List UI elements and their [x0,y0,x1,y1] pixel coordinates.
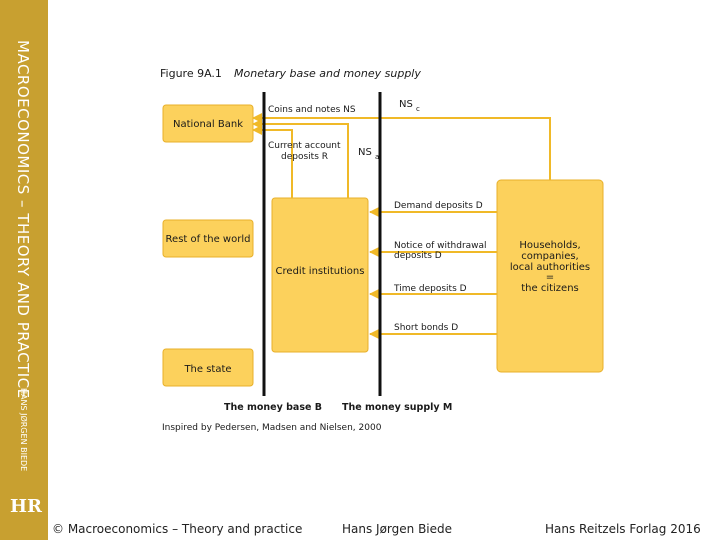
ns-a-arrow [252,119,349,198]
footer-author: Hans Jørgen Biede [342,522,453,536]
book-title: MACROECONOMICS – THEORY AND PRACTICE [14,40,32,399]
credit-institutions-label: Credit institutions [276,266,365,277]
figure-title: Monetary base and money supply [234,67,421,80]
ns-a-label: NS [358,147,372,158]
demand-deposits-label: Demand deposits D [394,201,483,211]
ns-c-arrow [252,113,551,180]
time-deposits-label: Time deposits D [393,284,467,294]
national-bank-label: National Bank [173,119,243,130]
ns-c-subscript: c [416,105,420,113]
notice-label-line-2: deposits D [394,251,442,261]
households-line-1: Households, [519,240,580,251]
ns-a-subscript: a [375,153,379,161]
figure-number: Figure 9A.1 [160,67,222,80]
current-account-line-1: Current account [268,141,341,151]
current-account-line-2: deposits R [281,152,328,162]
publisher-logo: HR [10,496,42,517]
state-box [162,348,254,387]
households-line-2: companies, [521,251,579,262]
source-note: Inspired by Pedersen, Madsen and Nielsen… [162,423,382,433]
short-bonds-label: Short bonds D [394,323,458,333]
book-author: HANS JØRGEN BIEDE [19,388,28,472]
coins-notes-label: Coins and notes NS [268,105,356,115]
money-base-label: The money base B [224,402,322,413]
footer-copyright: © Macroeconomics – Theory and practice [52,522,303,536]
credit-institutions-box [271,197,369,353]
households-line-4: = [546,272,554,283]
footer-publisher: Hans Reitzels Forlag 2016 [545,522,701,536]
ns-c-label: NS [399,99,413,110]
state-label: The state [183,364,231,375]
households-line-5: the citizens [521,283,579,294]
rest-of-world-label: Rest of the world [166,234,251,245]
sidebar: MACROECONOMICS – THEORY AND PRACTICE HAN… [0,0,48,540]
notice-label-line-1: Notice of withdrawal [394,241,487,251]
households-line-3: local authorities [510,262,590,273]
money-supply-label: The money supply M [342,402,452,413]
rest-of-world-box [162,219,254,258]
reserves-arrow [252,125,293,198]
